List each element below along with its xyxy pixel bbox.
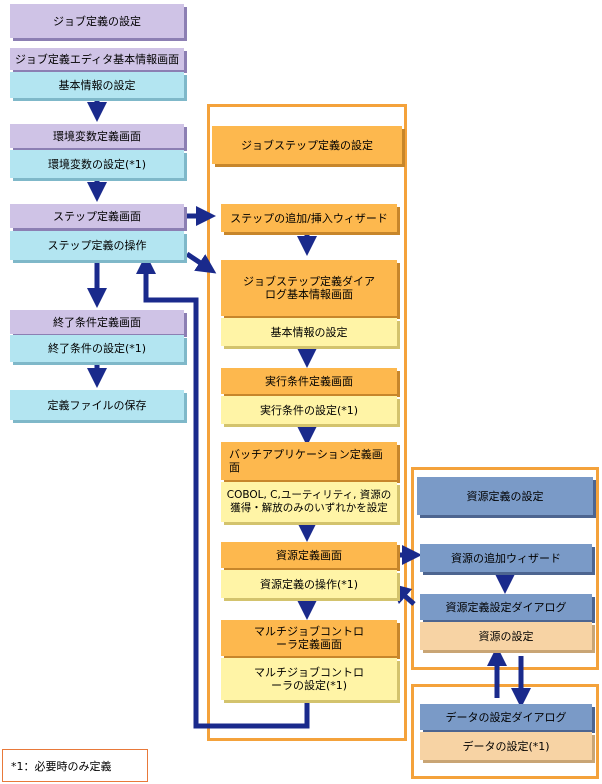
basic-info-settings2-box: 基本情報の設定 xyxy=(221,318,397,346)
end-cond-screen-box: 終了条件定義画面 xyxy=(10,310,184,334)
jobstep-section-frame xyxy=(207,104,407,741)
job-def-settings-box: ジョブ定義の設定 xyxy=(10,4,184,38)
end-cond-settings-box: 終了条件の設定(*1) xyxy=(10,335,184,362)
editor-basic-screen-box: ジョブ定義エディタ基本情報画面 xyxy=(10,48,184,70)
resource-def-operation-box: 資源定義の操作(*1) xyxy=(221,570,397,598)
multijob-ctrl-screen-box: マルチジョブコントローラ定義画面 xyxy=(221,620,397,656)
resource-settings-box: 資源の設定 xyxy=(420,622,592,650)
resource-def-screen-box: 資源定義画面 xyxy=(221,542,397,568)
batch-app-screen-box: バッチアプリケーション定義画面 xyxy=(221,442,397,480)
resource-section-frame xyxy=(411,467,599,670)
multijob-ctrl-settings-box: マルチジョブコントローラの設定(*1) xyxy=(221,658,397,700)
jobstep-dialog-basic-screen-box: ジョブステップ定義ダイアログ基本情報画面 xyxy=(221,260,397,316)
exec-cond-settings-box: 実行条件の設定(*1) xyxy=(221,396,397,424)
arrow-operation-to-dialog xyxy=(185,251,217,274)
data-settings-box: データの設定(*1) xyxy=(420,732,592,760)
step-def-screen-box: ステップ定義画面 xyxy=(10,204,184,228)
arrow-return-loop xyxy=(136,254,310,729)
step-add-insert-wizard-box: ステップの追加/挿入ウィザード xyxy=(221,204,397,232)
footnote: *1：必要時のみ定義 xyxy=(2,749,148,782)
data-settings-dialog-box: データの設定ダイアログ xyxy=(420,704,592,730)
resource-def-dialog-box: 資源定義設定ダイアログ xyxy=(420,594,592,620)
env-var-settings-box: 環境変数の設定(*1) xyxy=(10,150,184,178)
arrow-resdialog-to-operation xyxy=(390,583,416,606)
env-var-screen-box: 環境変数定義画面 xyxy=(10,124,184,148)
resource-def-settings-box: 資源定義の設定 xyxy=(417,477,593,515)
basic-info-settings-box: 基本情報の設定 xyxy=(10,72,184,98)
data-section-frame xyxy=(411,684,599,779)
exec-cond-screen-box: 実行条件定義画面 xyxy=(221,368,397,394)
cobol-choice-box: COBOL, C,ユーティリティ, 資源の獲得・解放のみのいずれかを設定 xyxy=(221,482,397,522)
jobstep-def-settings-box: ジョブステップ定義の設定 xyxy=(212,126,402,164)
step-def-operation-box: ステップ定義の操作 xyxy=(10,231,184,260)
resource-add-wizard-box: 資源の追加ウィザード xyxy=(420,544,592,572)
save-def-file-box: 定義ファイルの保存 xyxy=(10,390,184,420)
